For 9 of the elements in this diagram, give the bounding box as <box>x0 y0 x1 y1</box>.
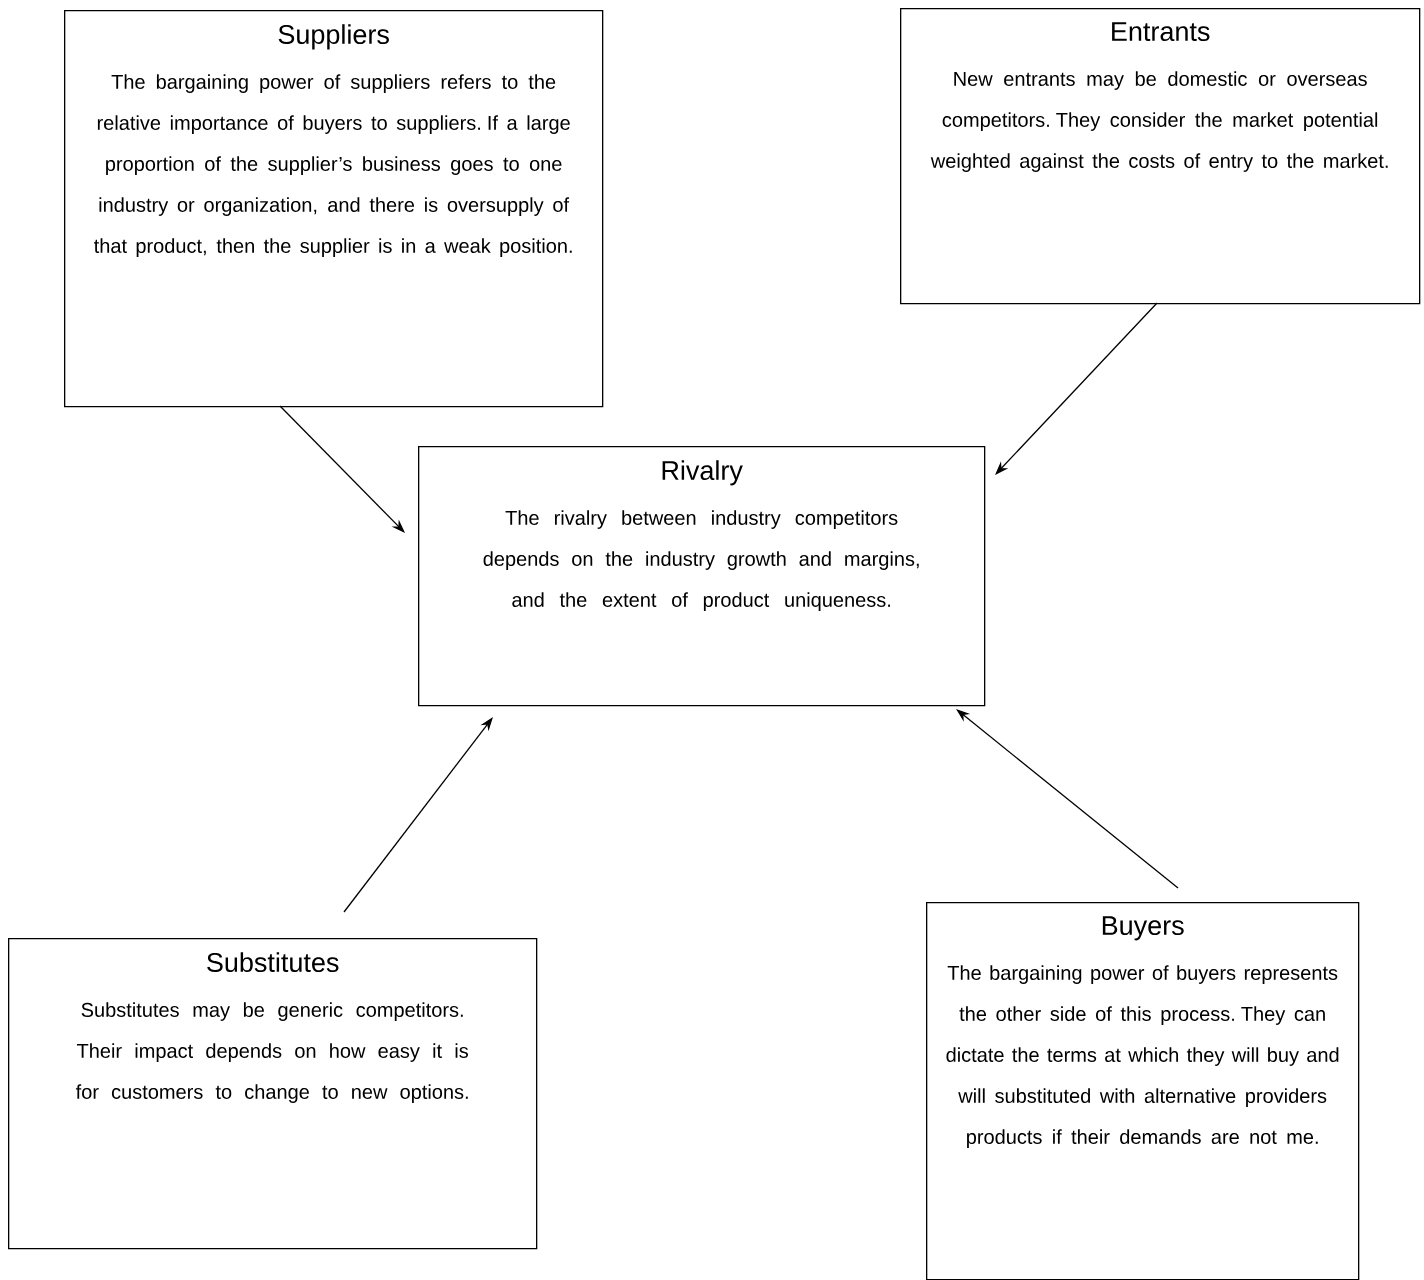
text-box: Suppliers The bargaining power of suppliers refers to the relative importance of buyers to suppliers. If a large proportion of the supplier’s business goes to one industry or organization, and there is oversupply of that product, then the supplier is in a weak position. <box>64 10 604 408</box>
arrow <box>279 405 405 533</box>
text-box: Buyers The bargaining power of buyers represents the other side of this process. They can dictate the terms at which they will buy and will substituted with alternative providers products if their demands are not me. <box>926 902 1360 1280</box>
text-box: Entrants New entrants may be domestic or overseas competitors. They consider the market potential weighted against the costs of entry to the market. <box>900 8 1421 305</box>
text-box: Rivalry The rivalry between industry competitors depends on the industry growth and margins, and the extent of product uniqueness. <box>418 446 986 707</box>
arrow <box>995 302 1158 475</box>
text-box: Substitutes Substitutes may be generic competitors. Their impact depends on how easy it is for customers to change to new options. <box>8 938 538 1250</box>
arrow <box>343 717 493 913</box>
arrow <box>956 709 1179 889</box>
